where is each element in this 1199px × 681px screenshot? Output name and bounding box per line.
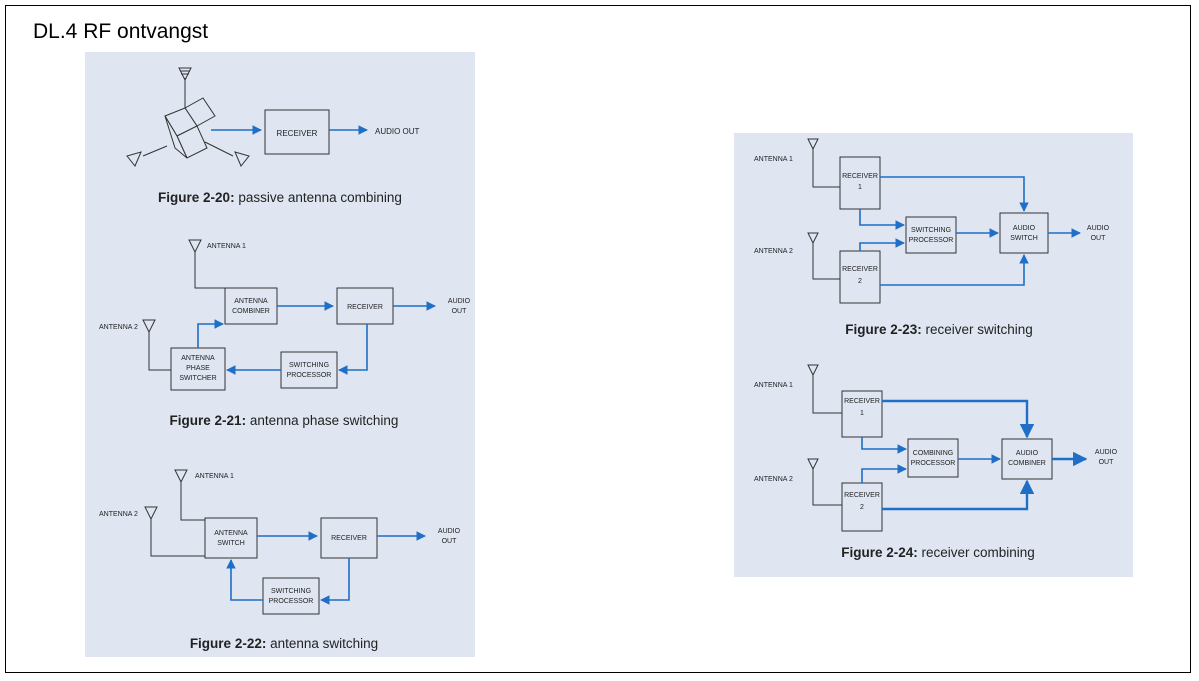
figure-2-21: ANTENNA 1 ANTENNA COMBINER RECEIVER AUDI… [99, 239, 471, 428]
figure-2-24-caption: Figure 2-24: receiver combining [841, 545, 1035, 560]
svg-text:SWITCHING: SWITCHING [289, 362, 329, 369]
antenna-icon-left [126, 151, 142, 167]
antenna-icon-right [234, 151, 250, 167]
svg-text:PROCESSOR: PROCESSOR [911, 460, 956, 467]
svg-text:AUDIO: AUDIO [1013, 225, 1036, 232]
antenna-2-icon [807, 458, 819, 471]
receiver-box [264, 109, 330, 155]
antenna-1-icon [174, 469, 188, 484]
svg-text:ANTENNA 1: ANTENNA 1 [754, 382, 793, 389]
svg-text:RECEIVER: RECEIVER [331, 535, 367, 542]
svg-text:1: 1 [860, 410, 864, 417]
antenna-1-icon [807, 138, 819, 151]
svg-text:ANTENNA: ANTENNA [234, 298, 268, 305]
combining-processor-box [907, 438, 959, 478]
svg-text:ANTENNA 1: ANTENNA 1 [195, 473, 234, 480]
audio-out-label: AUDIO OUT [375, 127, 420, 136]
svg-text:SWITCH: SWITCH [1010, 235, 1038, 242]
antenna-combiner-cube [142, 78, 234, 159]
svg-text:AUDIO: AUDIO [1095, 449, 1118, 456]
receiver-label: RECEIVER [277, 129, 318, 138]
svg-text:OUT: OUT [1091, 235, 1107, 242]
left-figure-panel: RECEIVER AUDIO OUT Figure 2-20: passive … [85, 52, 475, 657]
svg-text:PROCESSOR: PROCESSOR [287, 372, 332, 379]
svg-text:2: 2 [858, 278, 862, 285]
figure-2-20: RECEIVER AUDIO OUT Figure 2-20: passive … [126, 67, 420, 205]
figure-2-22: ANTENNA 1 ANTENNA 2 ANTENNA SWITCH RECEI… [99, 469, 461, 651]
svg-text:RECEIVER: RECEIVER [842, 266, 878, 273]
svg-text:1: 1 [858, 184, 862, 191]
svg-text:AUDIO: AUDIO [438, 528, 461, 535]
svg-text:OUT: OUT [442, 538, 458, 545]
svg-text:RECEIVER: RECEIVER [842, 173, 878, 180]
svg-text:COMBINING: COMBINING [913, 450, 953, 457]
svg-text:2: 2 [860, 504, 864, 511]
antenna-1-label: ANTENNA 1 [207, 243, 246, 250]
svg-text:SWITCHING: SWITCHING [271, 588, 311, 595]
audio-combiner-box [1001, 438, 1053, 480]
antenna-1-icon [807, 364, 819, 377]
svg-text:SWITCHING: SWITCHING [911, 227, 951, 234]
svg-text:ANTENNA 2: ANTENNA 2 [754, 476, 793, 483]
svg-text:SWITCHER: SWITCHER [179, 375, 216, 382]
svg-text:AUDIO: AUDIO [1016, 450, 1039, 457]
svg-text:ANTENNA 2: ANTENNA 2 [754, 248, 793, 255]
svg-text:OUT: OUT [1099, 459, 1115, 466]
slide-frame [5, 5, 1191, 673]
antenna-icon-top [178, 67, 192, 82]
svg-text:PROCESSOR: PROCESSOR [909, 237, 954, 244]
audio-switch-box [999, 212, 1049, 254]
figure-2-22-caption: Figure 2-22: antenna switching [190, 636, 378, 651]
figure-2-23-caption: Figure 2-23: receiver switching [845, 322, 1033, 337]
receiver-2-box [841, 482, 883, 532]
antenna-2-label: ANTENNA 2 [99, 324, 138, 331]
svg-text:AUDIO: AUDIO [448, 298, 471, 305]
svg-text:ANTENNA: ANTENNA [181, 355, 215, 362]
receiver-box [336, 287, 394, 325]
antenna-2-icon [807, 232, 819, 245]
right-figure-panel: ANTENNA 1 RECEIVER 1 ANTENNA 2 RECEIVER … [734, 133, 1133, 577]
antenna-phase-switcher-box [170, 347, 226, 391]
figure-2-23: ANTENNA 1 RECEIVER 1 ANTENNA 2 RECEIVER … [754, 138, 1110, 337]
svg-text:AUDIO: AUDIO [1087, 225, 1110, 232]
svg-text:OUT: OUT [452, 308, 468, 315]
svg-text:RECEIVER: RECEIVER [844, 398, 880, 405]
switching-processor-box [905, 216, 957, 254]
svg-text:ANTENNA 1: ANTENNA 1 [754, 156, 793, 163]
figure-2-24: ANTENNA 1 RECEIVER 1 ANTENNA 2 RECEIVER … [754, 364, 1118, 560]
svg-text:RECEIVER: RECEIVER [844, 492, 880, 499]
svg-text:COMBINER: COMBINER [232, 308, 270, 315]
switching-processor-box [262, 577, 320, 615]
antenna-2-icon [144, 506, 158, 521]
antenna-1-icon [188, 239, 202, 254]
figure-2-20-caption: Figure 2-20: passive antenna combining [158, 190, 402, 205]
svg-text:ANTENNA: ANTENNA [214, 530, 248, 537]
svg-text:SWITCH: SWITCH [217, 540, 245, 547]
slide-title: DL.4 RF ontvangst [33, 20, 209, 43]
svg-text:RECEIVER: RECEIVER [347, 304, 383, 311]
svg-text:COMBINER: COMBINER [1008, 460, 1046, 467]
antenna-switch-box [204, 517, 258, 559]
receiver-2-box [839, 250, 881, 304]
antenna-combiner-box [224, 287, 278, 325]
svg-text:PHASE: PHASE [186, 365, 210, 372]
figure-2-21-caption: Figure 2-21: antenna phase switching [170, 413, 399, 428]
antenna-2-icon [142, 319, 156, 334]
switching-processor-box [280, 351, 338, 389]
receiver-1-box [839, 156, 881, 210]
svg-text:PROCESSOR: PROCESSOR [269, 598, 314, 605]
receiver-box [320, 517, 378, 559]
svg-text:ANTENNA 2: ANTENNA 2 [99, 511, 138, 518]
